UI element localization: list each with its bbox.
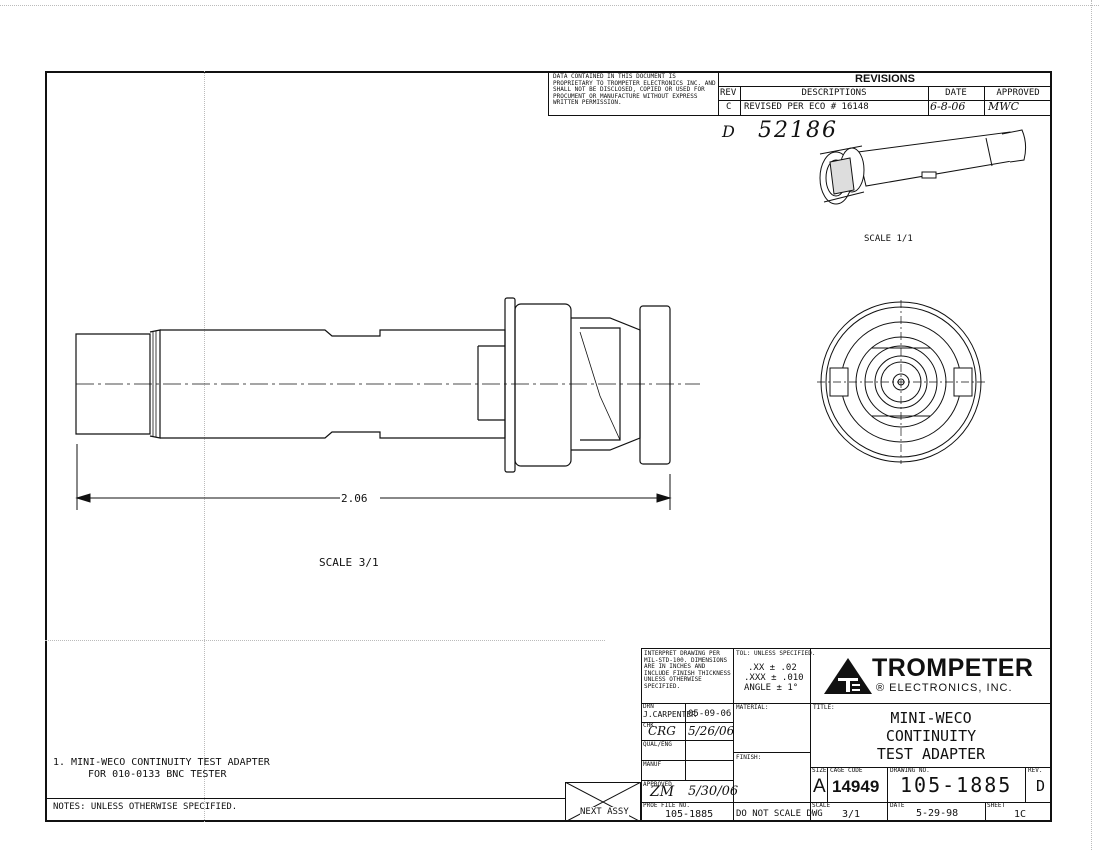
sheet-value: 1C	[1014, 809, 1027, 820]
iso-scale-label: SCALE 1/1	[864, 234, 913, 244]
sheet-label: SHEET	[987, 802, 1006, 809]
chk-name: CRG	[648, 724, 676, 738]
desc-cell: REVISED PER ECO # 16148	[744, 102, 869, 112]
date-value: 5-29-98	[916, 808, 959, 819]
title-block	[641, 648, 1052, 822]
material-label: MATERIAL:	[736, 704, 769, 711]
do-not-scale: DO NOT SCALE DWG	[736, 809, 823, 819]
side-view	[75, 297, 700, 510]
qual-label: QUAL/ENG	[643, 741, 672, 748]
drn-name: J.CARPENTER	[643, 710, 696, 719]
end-view	[817, 300, 987, 464]
title-line-1: MINI-WECO	[890, 709, 972, 727]
handwritten-eco: 52186	[758, 118, 838, 143]
proprietary-notice: DATA CONTAINED IN THIS DOCUMENT IS PROPR…	[553, 73, 716, 106]
drn-date: 05-09-06	[688, 709, 732, 719]
handwritten-rev: D	[722, 122, 735, 141]
desc-header: DESCRIPTIONS	[801, 88, 867, 98]
tol-angle: ANGLE ± 1°	[744, 683, 799, 693]
approved-sig: ZM	[650, 784, 675, 800]
rev-cell: C	[726, 102, 732, 112]
tol-label: TOL: UNLESS SPECIFIED.	[736, 650, 816, 657]
trompeter-logo	[824, 658, 872, 694]
note-item-1: 1. MINI-WECO CONTINUITY TEST ADAPTER	[53, 757, 270, 768]
page-edge-top	[0, 5, 1099, 6]
scale-label: SCALE	[812, 802, 831, 809]
approved-header: APPROVED	[996, 88, 1040, 98]
size-value: A	[813, 776, 826, 797]
drawing-no-label: DRAWING NO.	[890, 767, 930, 774]
interpret-note: INTERPRET DRAWING PER MIL-STD-100. DIMEN…	[644, 650, 731, 690]
proe-label: PROE FILE NO.	[643, 802, 690, 809]
rev-header: REV	[720, 88, 737, 98]
chk-date: 5/26/06	[688, 724, 735, 738]
page-edge-right	[1091, 0, 1092, 850]
notes-footer: NOTES: UNLESS OTHERWISE SPECIFIED.	[53, 802, 238, 812]
tol-xx: .XX ± .02	[748, 663, 797, 673]
dimension-label: 2.06	[341, 492, 368, 505]
finish-label: FINISH:	[736, 754, 762, 761]
title-label: TITLE:	[813, 704, 835, 711]
next-assy-label: NEXT ASSY	[580, 807, 629, 817]
company-sub: ® ELECTRONICS, INC.	[876, 682, 1013, 694]
revisions-title: REVISIONS	[855, 73, 915, 85]
date-header: DATE	[945, 88, 967, 98]
title-line-2: CONTINUITY	[885, 727, 977, 745]
approved-cell: MWC	[988, 100, 1019, 113]
note-item-1b: FOR 010-0133 BNC TESTER	[88, 769, 227, 780]
proe-value: 105-1885	[665, 809, 714, 820]
date-label: DATE	[890, 802, 905, 809]
company-name: TROMPETER	[872, 654, 1034, 682]
isometric-view	[819, 129, 1027, 205]
scale-value: 3/1	[842, 809, 861, 820]
chk-label: CHK	[643, 722, 654, 729]
rev-label: REV.	[1028, 767, 1043, 774]
side-scale-label: SCALE 3/1	[319, 556, 379, 569]
drn-label: DRN	[643, 703, 654, 710]
revisions-outer	[548, 71, 1052, 116]
date-cell: 6-8-06	[930, 100, 966, 113]
drawing-no: 105-1885	[900, 773, 1013, 797]
tol-xxx: .XXX ± .010	[744, 673, 804, 683]
cage-value: 14949	[832, 777, 880, 796]
cage-label: CAGE CODE	[830, 767, 863, 774]
manuf-label: MANUF	[643, 761, 662, 768]
size-label: SIZE	[812, 767, 827, 774]
approved-date: 5/30/06	[688, 784, 739, 799]
title-line-3: TEST ADAPTER	[876, 745, 986, 763]
approved-label: APPROVED	[643, 781, 672, 788]
rev-value: D	[1036, 777, 1046, 795]
